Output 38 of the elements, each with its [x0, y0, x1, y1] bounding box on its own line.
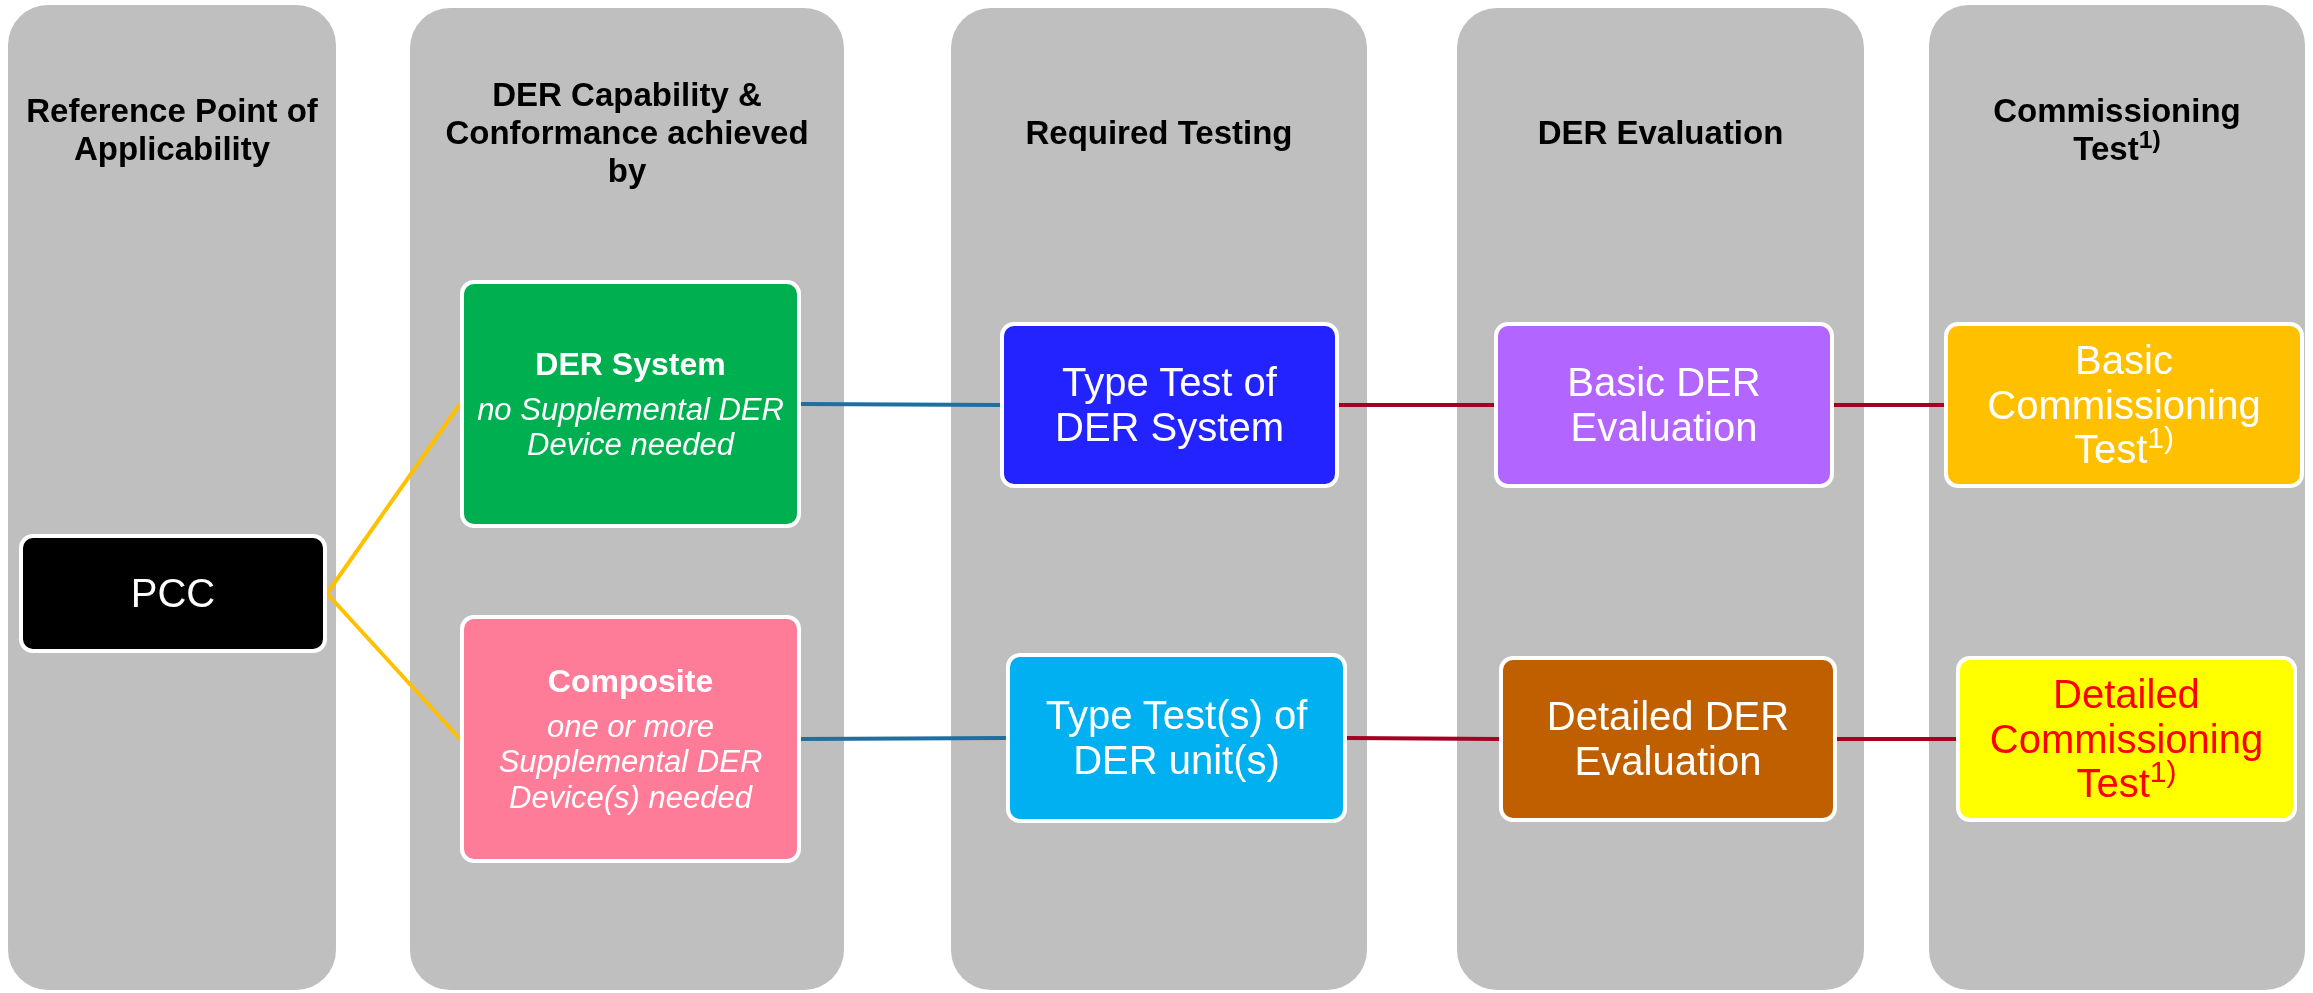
box-description: no Supplemental DER Device needed: [476, 391, 785, 463]
box-title: Composite: [547, 662, 714, 701]
connector-line: [1339, 403, 1494, 407]
box-label: PCC: [130, 571, 216, 616]
evaluation-box: [1499, 656, 1837, 822]
capability-box: [460, 615, 801, 863]
column-heading: Required Testing: [1025, 114, 1293, 152]
commissioning-box: [1956, 656, 2297, 822]
connector-line: [325, 402, 462, 595]
capability-box: [460, 280, 801, 528]
connector-line: [1347, 736, 1499, 741]
column-heading: Commissioning Test$^{1)}$: [1992, 92, 2242, 168]
column-heading: Reference Point of Applicability: [25, 92, 319, 168]
column-heading: DER Evaluation: [1537, 114, 1784, 152]
commissioning-box: [1944, 322, 2304, 488]
evaluation-box: [1494, 322, 1834, 488]
connector-line: [801, 402, 1000, 407]
box-label: Detailed Commissioning Test$^{1)}$: [1988, 671, 2265, 807]
connector-line: [801, 736, 1006, 741]
column-heading: DER Capability & Conformance achieved by: [444, 76, 810, 190]
reference-point-box: [19, 534, 327, 653]
column-band: [8, 5, 336, 990]
column-band: [951, 8, 1367, 990]
column-band: [1929, 5, 2305, 990]
box-label: Type Test of DER System: [1054, 360, 1285, 450]
connector-line: [325, 592, 462, 741]
connector-line: [1837, 737, 1956, 741]
box-label: Basic DER Evaluation: [1566, 360, 1762, 450]
testing-box: [1006, 653, 1347, 823]
box-description: one or more Supplemental DER Device(s) needed: [497, 708, 764, 816]
box-title: DER System: [535, 345, 726, 384]
box-label: Basic Commissioning Test$^{1)}$: [1986, 337, 2262, 473]
column-band: [1457, 8, 1864, 990]
column-band: [410, 8, 844, 990]
box-label: Detailed DER Evaluation: [1545, 694, 1791, 784]
box-label: Type Test(s) of DER unit(s): [1044, 693, 1309, 783]
connector-line: [1834, 403, 1944, 407]
testing-box: [1000, 322, 1339, 488]
